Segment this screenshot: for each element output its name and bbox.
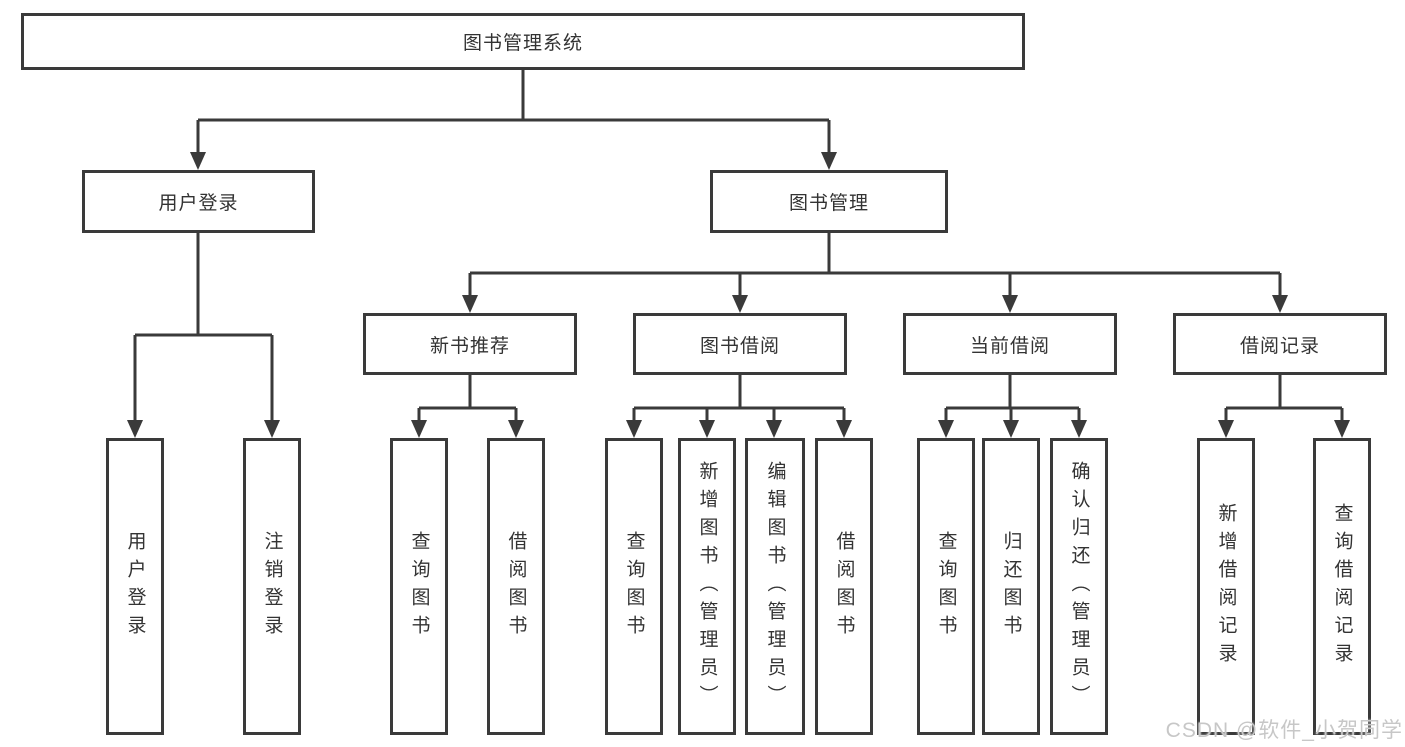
node-leaf-logout: 注销登录 [243,438,301,735]
node-new-book-recommend: 新书推荐 [363,313,577,375]
node-label: 查询图书 [408,530,430,643]
node-label: 借阅图书 [833,530,855,643]
borrowing-records-split [1218,375,1350,438]
arrowhead-down-icon [766,420,782,438]
node-leaf-current-query-books: 查询图书 [917,438,975,735]
arrowhead-down-icon [732,295,748,313]
node-label: 图书借阅 [699,335,780,357]
node-root: 图书管理系统 [21,13,1025,70]
arrowhead-down-icon [1334,420,1350,438]
node-current-borrowing: 当前借阅 [903,313,1117,375]
new-book-recommend-split [411,375,524,438]
arrowhead-down-icon [938,420,954,438]
node-leaf-borrowing-add-books-admin: 新增图书（管理员） [678,438,736,735]
node-label: 编辑图书（管理员） [764,460,786,713]
node-leaf-user-login: 用户登录 [106,438,164,735]
node-label: 用户登录 [124,530,146,643]
arrowhead-down-icon [190,152,206,170]
node-label: 确认归还（管理员） [1068,460,1090,713]
node-leaf-records-query-record: 查询借阅记录 [1313,438,1371,735]
node-label: 新增图书（管理员） [696,460,718,713]
node-label: 新书推荐 [429,335,510,357]
node-label: 借阅图书 [505,530,527,643]
csdn-watermark: CSDN @软件_小贺同学 [1165,719,1403,742]
arrowhead-down-icon [1218,420,1234,438]
arrowhead-down-icon [508,420,524,438]
arrowhead-down-icon [836,420,852,438]
node-leaf-current-return-books: 归还图书 [982,438,1040,735]
arrowhead-down-icon [1003,420,1019,438]
arrowhead-down-icon [626,420,642,438]
node-book-management: 图书管理 [710,170,948,233]
node-user-login: 用户登录 [82,170,315,233]
node-label: 新增借阅记录 [1215,502,1237,671]
node-leaf-recommend-borrow-books: 借阅图书 [487,438,545,735]
node-leaf-recommend-query-books: 查询图书 [390,438,448,735]
node-label: 图书管理 [788,193,869,214]
arrowhead-down-icon [462,295,478,313]
book-management-split [462,233,1288,313]
node-label: 查询图书 [935,530,957,643]
arrowhead-down-icon [264,420,280,438]
node-leaf-borrowing-borrow-books: 借阅图书 [815,438,873,735]
arrowhead-down-icon [411,420,427,438]
node-label: 用户登录 [158,193,239,214]
node-label: 当前借阅 [969,335,1050,357]
current-borrowing-split [938,375,1087,438]
node-label: 图书管理系统 [462,33,583,54]
user-login-split [127,233,280,438]
node-leaf-borrowing-query-books: 查询图书 [605,438,663,735]
arrowhead-down-icon [1272,295,1288,313]
arrowhead-down-icon [1071,420,1087,438]
node-book-borrowing: 图书借阅 [633,313,847,375]
node-label: 注销登录 [261,530,283,643]
arrowhead-down-icon [127,420,143,438]
root-split [190,70,837,170]
node-borrowing-records: 借阅记录 [1173,313,1387,375]
node-leaf-current-confirm-return-admin: 确认归还（管理员） [1050,438,1108,735]
node-label: 查询图书 [623,530,645,643]
book-borrowing-split [626,375,852,438]
node-label: 借阅记录 [1239,335,1320,357]
node-leaf-borrowing-edit-books-admin: 编辑图书（管理员） [745,438,805,735]
node-label: 查询借阅记录 [1331,502,1353,671]
arrowhead-down-icon [1002,295,1018,313]
arrowhead-down-icon [699,420,715,438]
node-label: 归还图书 [1000,530,1022,643]
node-leaf-records-add-record: 新增借阅记录 [1197,438,1255,735]
arrowhead-down-icon [821,152,837,170]
